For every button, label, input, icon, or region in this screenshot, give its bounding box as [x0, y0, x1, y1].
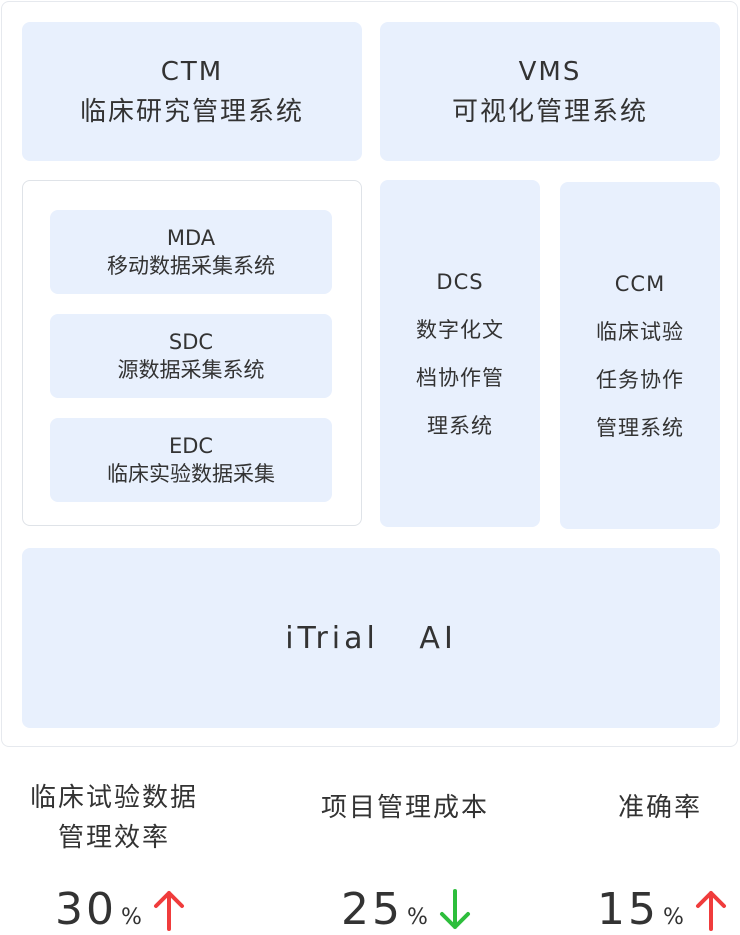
ctm-name: 临床研究管理系统 — [79, 96, 304, 127]
ccm-box: CCM 临床试验 任务协作 管理系统 — [560, 182, 720, 529]
vms-abbr: VMS — [518, 56, 582, 87]
metric-unit: % — [663, 905, 684, 930]
ctm-abbr: CTM — [160, 56, 224, 87]
dcs-box: DCS 数字化文 档协作管 理系统 — [380, 180, 540, 527]
metric-number: 25 — [341, 884, 403, 935]
metric-value-accuracy: 15 % — [597, 885, 728, 935]
mda-abbr: MDA — [166, 226, 216, 250]
arrow-up-icon — [695, 891, 726, 931]
dcs-line: 数字化文 — [416, 317, 504, 342]
arrow-down-icon — [439, 889, 470, 929]
metric-label-cost: 项目管理成本 — [300, 788, 510, 828]
vms-box: VMS 可视化管理系统 — [380, 22, 720, 161]
arrow-up-icon — [153, 891, 184, 931]
edc-abbr: EDC — [168, 434, 214, 458]
ctm-box: CTM 临床研究管理系统 — [22, 22, 362, 161]
metric-label-line: 管理效率 — [57, 823, 170, 853]
ccm-abbr: CCM — [614, 271, 666, 296]
metric-unit: % — [121, 905, 142, 930]
metric-value-efficiency: 30 % — [55, 885, 186, 935]
metric-label-efficiency: 临床试验数据 管理效率 — [14, 778, 214, 858]
metric-unit: % — [407, 905, 428, 930]
edc-name: 临床实验数据采集 — [107, 462, 275, 486]
metric-number: 30 — [55, 884, 117, 935]
dcs-line: 档协作管 — [416, 365, 504, 390]
edc-box: EDC 临床实验数据采集 — [50, 418, 332, 502]
dcs-abbr: DCS — [436, 269, 484, 294]
vms-name: 可视化管理系统 — [451, 96, 648, 127]
mda-name: 移动数据采集系统 — [107, 254, 275, 278]
mda-box: MDA 移动数据采集系统 — [50, 210, 332, 294]
metric-value-cost: 25 % — [341, 885, 472, 935]
dcs-line: 理系统 — [427, 413, 493, 438]
itrial-ai-label: iTrial AI — [285, 620, 457, 656]
itrial-ai-box: iTrial AI — [22, 548, 720, 728]
sdc-abbr: SDC — [168, 330, 214, 354]
ccm-line: 管理系统 — [596, 415, 684, 440]
ccm-line: 临床试验 — [596, 319, 684, 344]
metric-label-line: 准确率 — [617, 793, 702, 823]
metric-number: 15 — [597, 884, 659, 935]
metric-label-accuracy: 准确率 — [590, 788, 730, 828]
metric-label-line: 临床试验数据 — [29, 783, 198, 813]
sdc-name: 源数据采集系统 — [117, 358, 265, 382]
ccm-line: 任务协作 — [596, 367, 684, 392]
metric-label-line: 项目管理成本 — [320, 793, 489, 823]
sdc-box: SDC 源数据采集系统 — [50, 314, 332, 398]
